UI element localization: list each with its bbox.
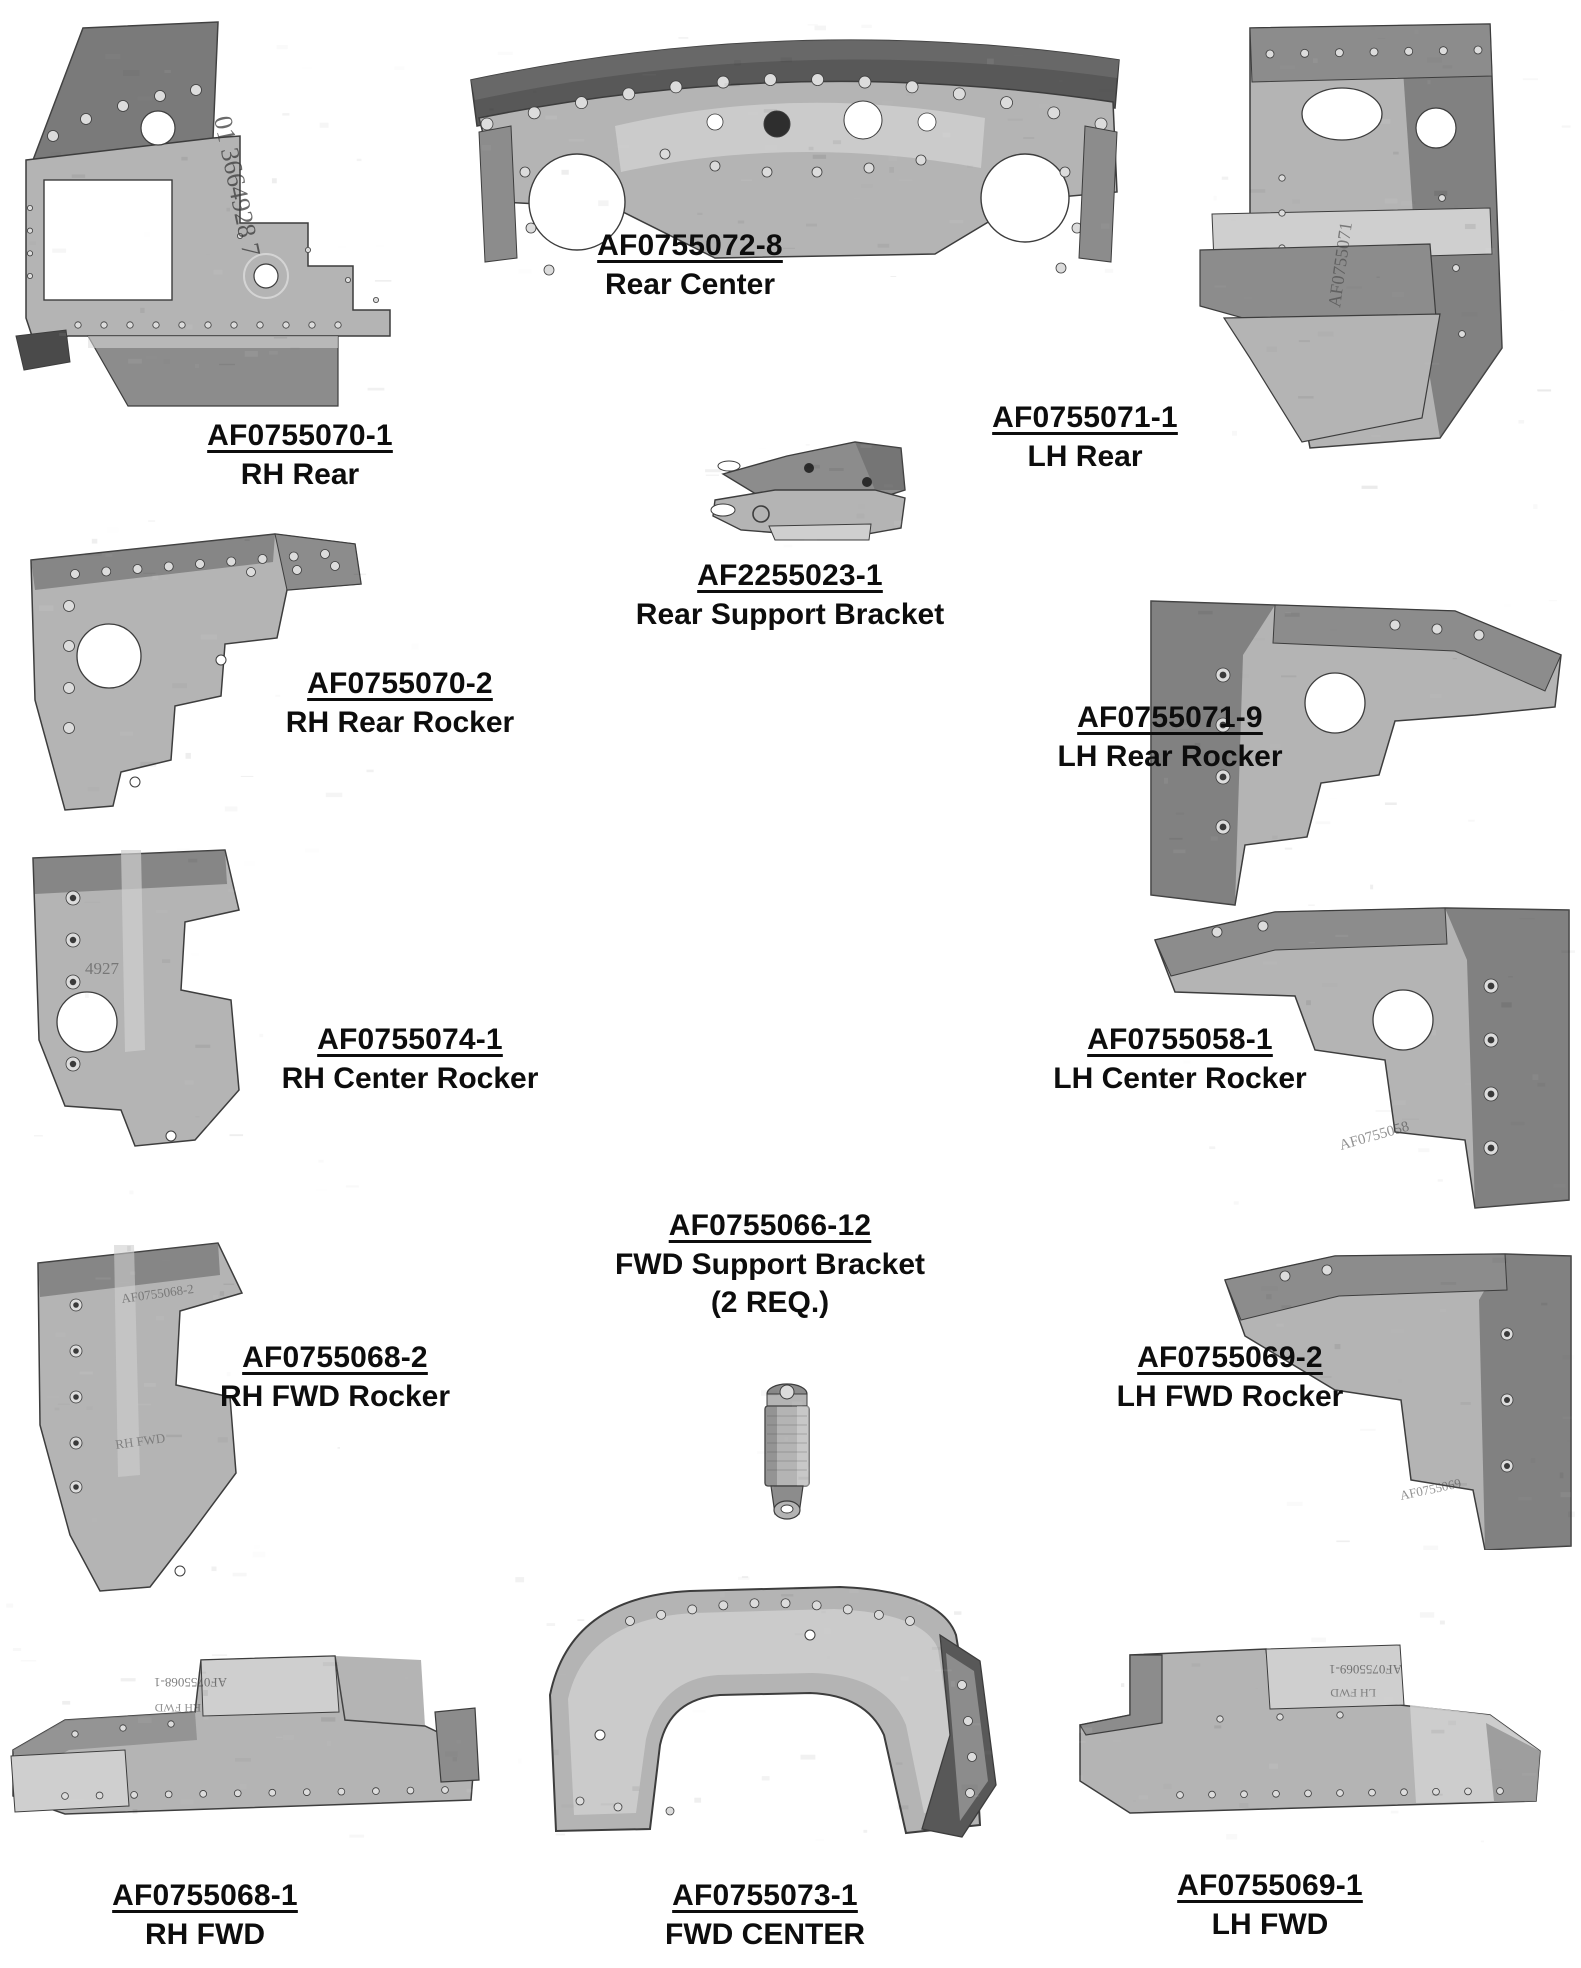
part-photo-fwd-support-bracket [745,1378,830,1523]
part-quantity-note-fwd-support-bracket: (2 REQ.) [615,1285,925,1320]
part-name-fwd-support-bracket: FWD Support Bracket [615,1247,925,1282]
part-name-rh-rear-rocker: RH Rear Rocker [286,705,514,740]
part-number-lh-fwd: AF0755069-1 [1177,1868,1363,1903]
part-name-rh-fwd-rocker: RH FWD Rocker [220,1379,450,1414]
part-label-lh-rear: AF0755071-1 LH Rear [992,400,1178,475]
part-name-lh-fwd-rocker: LH FWD Rocker [1117,1379,1344,1414]
part-photo-rear-support-bracket [705,428,910,548]
part-label-rear-support-bracket: AF2255023-1Rear Support Bracket [636,558,944,633]
part-number-lh-fwd-rocker: AF0755069-2 [1117,1340,1344,1375]
part-number-rh-rear: AF0755070-1 [207,418,393,453]
part-number-rear-support-bracket: AF2255023-1 [636,558,944,593]
svg-text:LH FWD: LH FWD [1330,1686,1376,1700]
part-number-rh-rear-rocker: AF0755070-2 [286,666,514,701]
part-label-rh-rear: AF0755070-1 RH Rear [207,418,393,493]
part-photo-rh-center-rocker: 4927 [25,840,385,1200]
part-name-rh-center-rocker: RH Center Rocker [282,1061,539,1096]
part-label-fwd-center: AF0755073-1FWD CENTER [665,1878,865,1953]
svg-text:4927: 4927 [85,959,120,978]
part-name-rh-rear: RH Rear [207,457,393,492]
part-number-lh-rear-rocker: AF0755071-9 [1057,700,1282,735]
part-number-rh-fwd: AF0755068-1 [112,1878,298,1913]
part-label-fwd-support-bracket: AF0755066-12FWD Support Bracket(2 REQ.) [615,1208,925,1320]
part-name-lh-center-rocker: LH Center Rocker [1053,1061,1306,1096]
part-name-rear-support-bracket: Rear Support Bracket [636,597,944,632]
part-photo-fwd-center [510,1575,1010,1850]
part-number-rh-center-rocker: AF0755074-1 [282,1022,539,1057]
part-number-lh-center-rocker: AF0755058-1 [1053,1022,1306,1057]
part-number-fwd-center: AF0755073-1 [665,1878,865,1913]
part-name-lh-rear: LH Rear [992,439,1178,474]
svg-text:RH FWD: RH FWD [154,1701,201,1715]
part-name-lh-fwd: LH FWD [1177,1907,1363,1942]
part-label-lh-fwd-rocker: AF0755069-2 LH FWD Rocker [1117,1340,1344,1415]
part-name-fwd-center: FWD CENTER [665,1917,865,1952]
part-label-rh-center-rocker: AF0755074-1 RH Center Rocker [282,1022,539,1097]
part-label-rear-center: AF0755072-8Rear Center [597,228,783,303]
part-label-rh-fwd-rocker: AF0755068-2 RH FWD Rocker [220,1340,450,1415]
part-photo-rear-center [465,22,1125,277]
part-label-lh-rear-rocker: AF0755071-9 LH Rear Rocker [1057,700,1282,775]
part-photo-rh-rear: 01 3664928 7 [8,18,408,408]
part-photo-lh-rear: AF0755071 [1190,18,1581,518]
part-photo-rh-fwd: AF0755068-1 RH FWD [5,1600,485,1845]
svg-text:AF0755069-1: AF0755069-1 [1329,1662,1402,1677]
svg-text:AF0755058: AF0755058 [1338,1119,1411,1154]
part-photo-lh-fwd: AF0755069-1 LH FWD [1070,1595,1550,1845]
part-number-lh-rear: AF0755071-1 [992,400,1178,435]
part-label-rh-rear-rocker: AF0755070-2 RH Rear Rocker [286,666,514,741]
part-label-lh-fwd: AF0755069-1 LH FWD [1177,1868,1363,1943]
part-number-fwd-support-bracket: AF0755066-12 [615,1208,925,1243]
part-label-lh-center-rocker: AF0755058-1 LH Center Rocker [1053,1022,1306,1097]
part-number-rear-center: AF0755072-8 [597,228,783,263]
svg-text:AF0755068-1: AF0755068-1 [154,1675,227,1690]
part-name-lh-rear-rocker: LH Rear Rocker [1057,739,1282,774]
part-label-rh-fwd: AF0755068-1 RH FWD [112,1878,298,1953]
part-number-rh-fwd-rocker: AF0755068-2 [220,1340,450,1375]
part-name-rear-center: Rear Center [597,267,783,302]
part-photo-rh-fwd-rocker: AF0755068-2RH FWD [30,1235,340,1595]
part-name-rh-fwd: RH FWD [112,1917,298,1952]
